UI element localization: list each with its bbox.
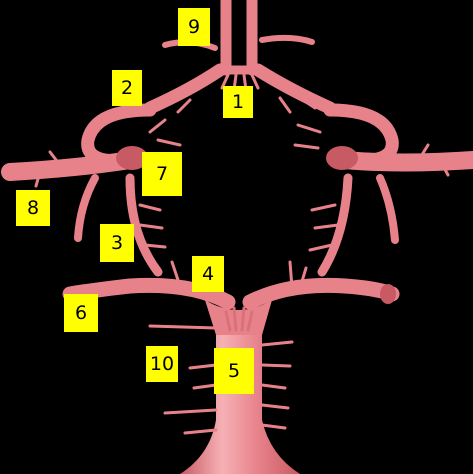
- perforator-branch: [298, 125, 320, 132]
- label-8: 8: [16, 190, 50, 226]
- posterior-cerebral-artery-right: [250, 285, 392, 302]
- anterior-branch-right-upper: [262, 38, 312, 42]
- perforator-branch: [262, 385, 285, 388]
- pontine-branch: [234, 308, 236, 330]
- posterior-cerebral-artery-right-end: [380, 284, 396, 304]
- label-3: 3: [100, 224, 134, 262]
- perforator-branch: [315, 225, 338, 228]
- perforator-branch: [312, 205, 335, 210]
- perforator-branch: [262, 405, 288, 408]
- perforator-branch: [150, 326, 216, 328]
- anterior-cerebral-artery-right: [258, 70, 330, 108]
- lateral-branch-left-down: [78, 178, 95, 238]
- internal-carotid-stump-right: [326, 146, 358, 170]
- perforator-branch: [178, 100, 190, 112]
- perforator-branch: [145, 245, 165, 247]
- perforator-branch: [140, 205, 160, 210]
- perforator-branch: [190, 365, 216, 368]
- perforator-branch: [165, 410, 216, 413]
- label-7: 7: [142, 152, 182, 196]
- pontine-branch: [242, 308, 244, 330]
- anterior-cerebral-artery-left: [150, 70, 220, 108]
- label-1: 1: [223, 86, 253, 118]
- perforator-branch: [140, 225, 162, 228]
- label-6: 6: [64, 294, 98, 332]
- perforator-branch: [158, 140, 180, 145]
- label-5: 5: [214, 348, 254, 394]
- perforator-branch: [280, 98, 290, 112]
- perforator-branch: [290, 262, 292, 288]
- perforator-branch: [194, 385, 216, 388]
- perforator-branch: [262, 425, 285, 428]
- label-9: 9: [178, 8, 210, 46]
- perforator-branch: [185, 430, 216, 433]
- basilar-bifurcation: [205, 300, 272, 335]
- perforator-branch: [262, 365, 290, 366]
- perforator-branch: [295, 145, 318, 148]
- label-10: 10: [146, 346, 178, 382]
- perforator-branch: [150, 120, 165, 132]
- label-2: 2: [112, 70, 142, 106]
- lateral-branch-right-down: [380, 178, 395, 240]
- label-4: 4: [192, 256, 224, 292]
- perforator-branch: [262, 342, 292, 345]
